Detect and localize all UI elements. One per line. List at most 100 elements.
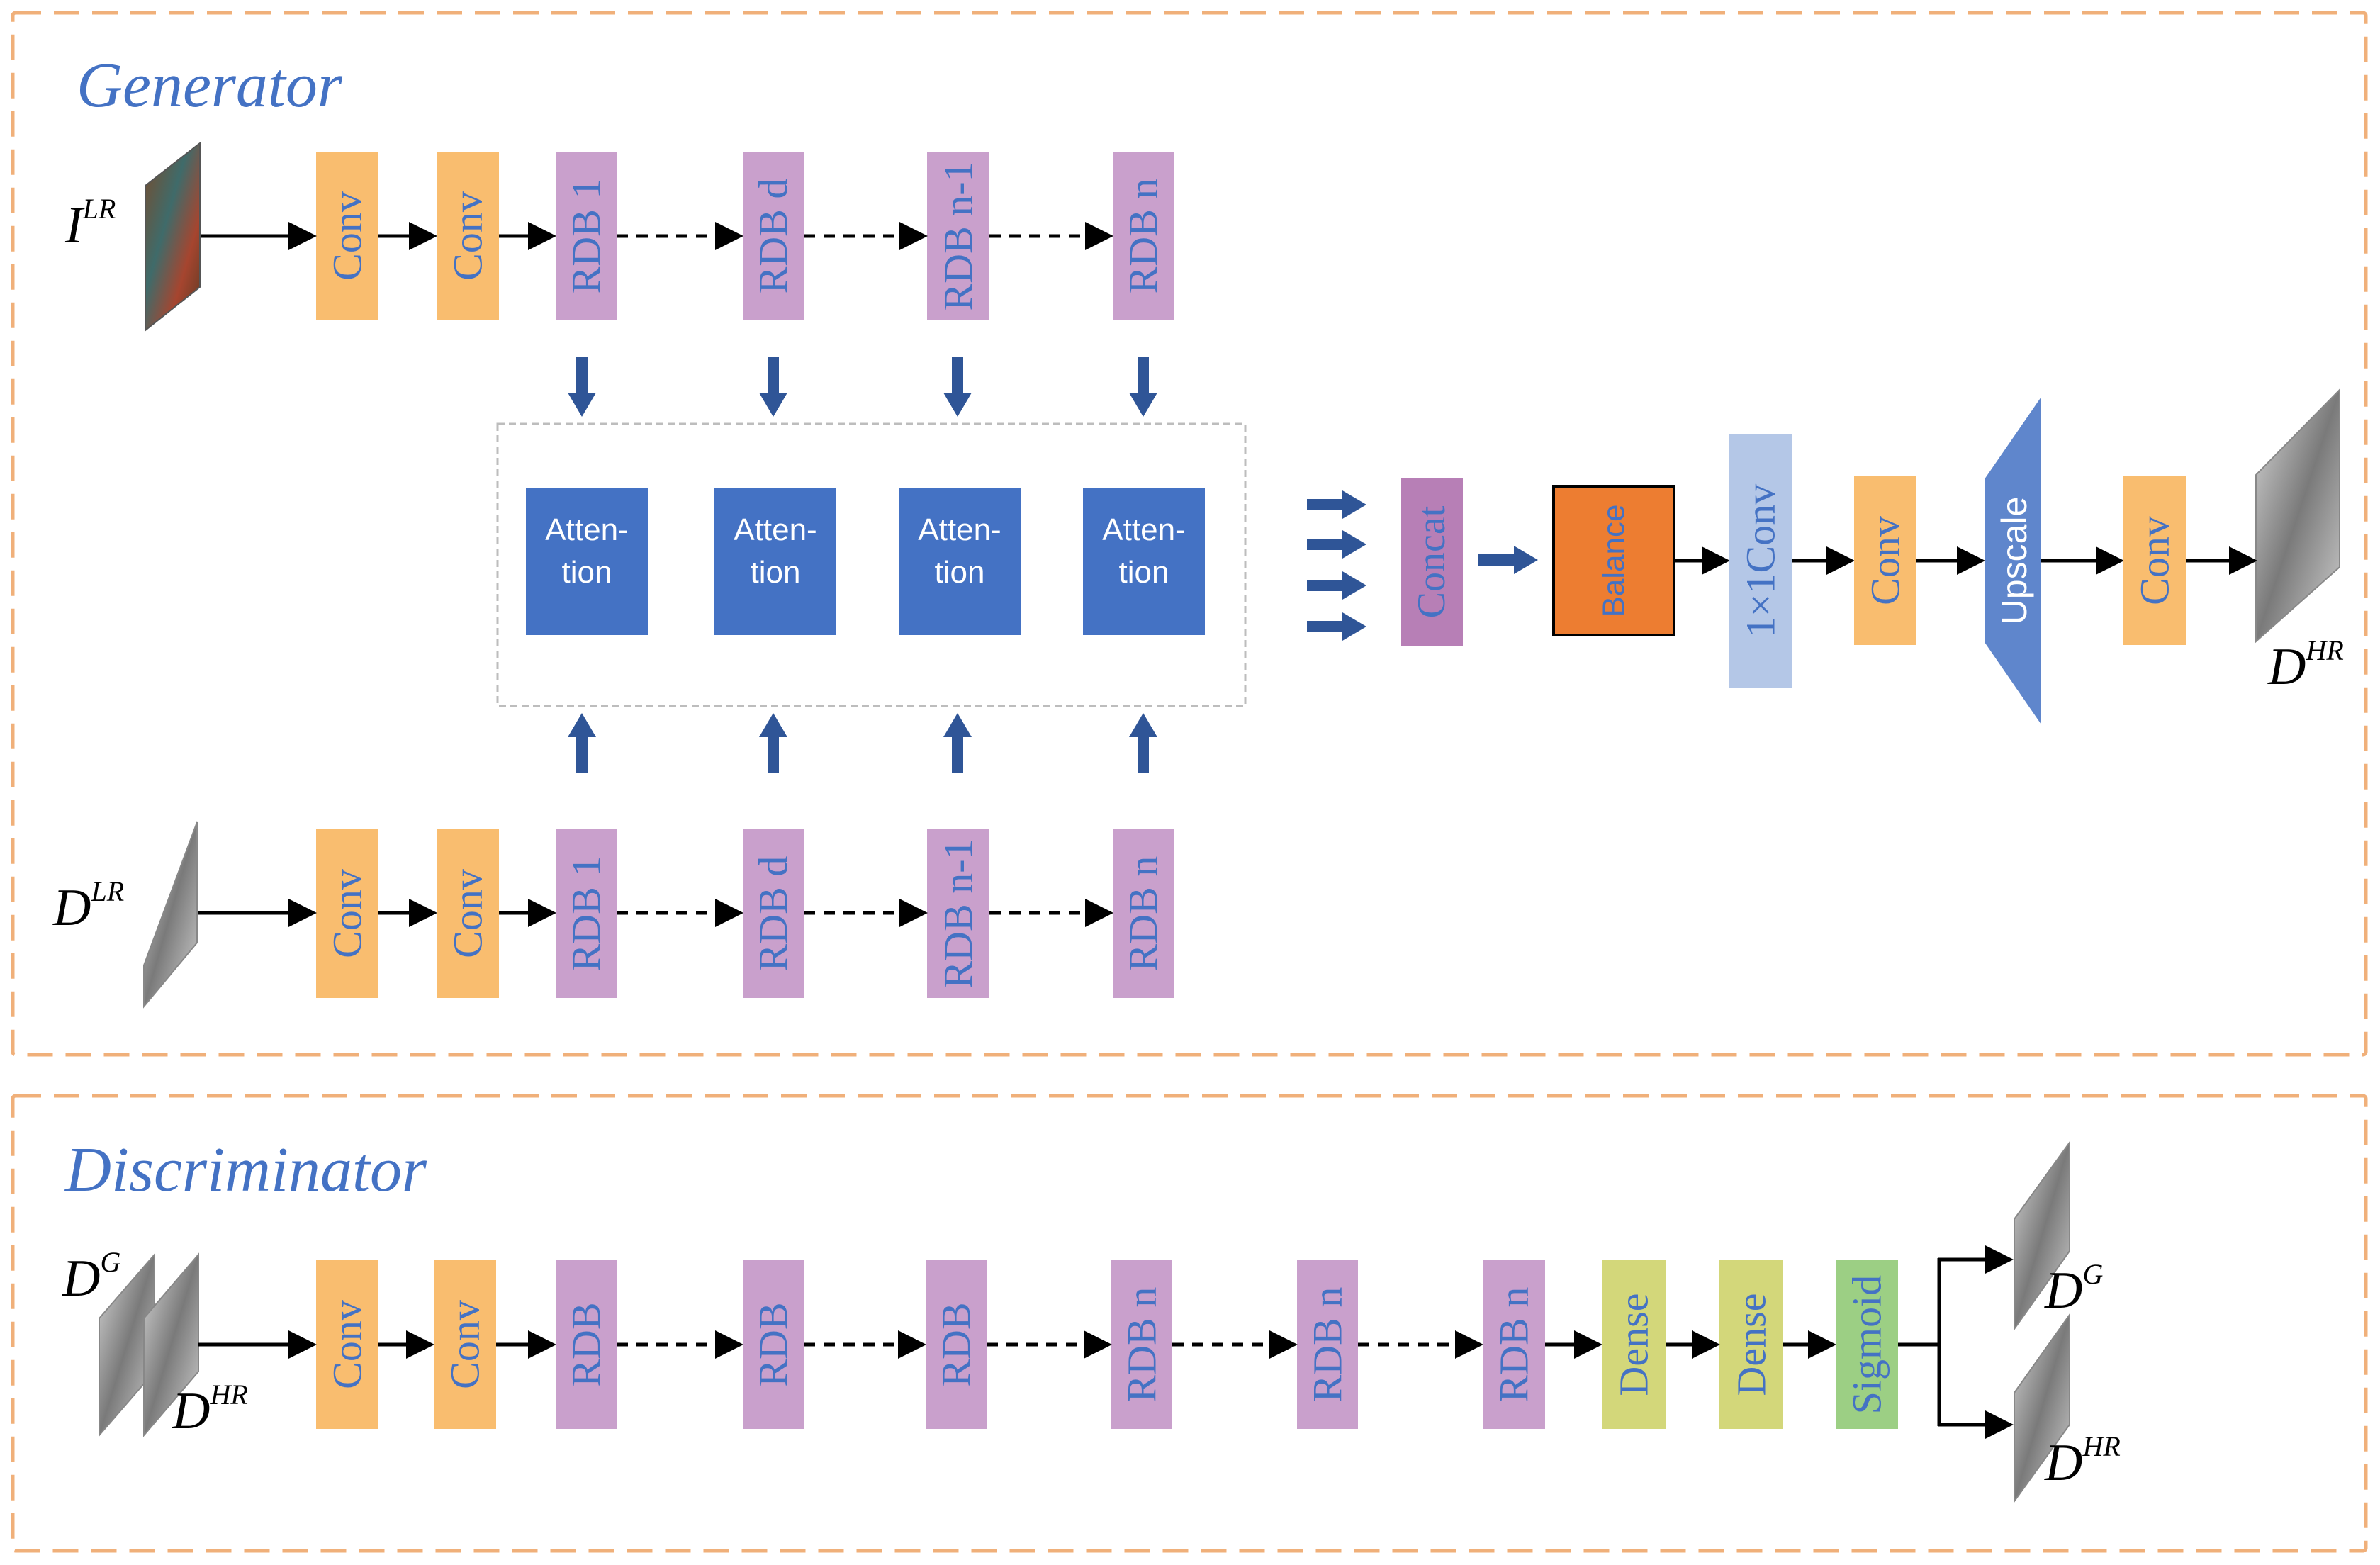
concat-to-balance-arrow (1478, 546, 1538, 574)
gen-bottom-block-3 (743, 829, 804, 998)
gen-bottom-block-2-label: RDB 1 (563, 856, 610, 972)
attention-block-0 (526, 488, 648, 635)
depth-hr-output-image (2255, 388, 2340, 644)
gen-bottom-block-4-label: RDB n-1 (936, 838, 982, 988)
disc-input-g-label: DG (62, 1246, 120, 1308)
disc-block-0 (316, 1260, 378, 1429)
color-lr-image (145, 141, 201, 332)
input-depth-label: DLR (52, 875, 124, 937)
disc-block-7-label: RDB n (1491, 1287, 1537, 1403)
up-arrow-0 (568, 713, 596, 773)
concat-block (1401, 478, 1463, 646)
upscale-block (1985, 397, 2041, 724)
gen-bottom-block-2 (556, 829, 617, 998)
output-depth-label: DHR (2267, 634, 2344, 696)
up-arrow-2 (943, 713, 972, 773)
disc-block-10 (1836, 1260, 1898, 1429)
gen-top-block-1-label: Conv (445, 191, 491, 281)
down-arrow-2 (943, 357, 972, 417)
disc-block-7 (1483, 1260, 1545, 1429)
discriminator-title: Discriminator (64, 1135, 427, 1205)
concat-in-arrow-1 (1307, 530, 1366, 559)
final-conv-block (2123, 476, 2186, 645)
gen-top-block-4-label: RDB n-1 (936, 161, 982, 310)
concat-block-label: Concat (1410, 505, 1454, 618)
upscale-label: Upscale (1994, 497, 2034, 625)
gen-top-block-3 (743, 152, 804, 320)
generator-title: Generator (77, 50, 343, 120)
disc-block-5-label: RDB n (1119, 1287, 1165, 1403)
balance-label: Balance (1597, 504, 1632, 617)
concat-in-arrow-2 (1307, 571, 1366, 600)
depth-hr-input-image (143, 1252, 199, 1437)
gen-bottom-block-5 (1113, 829, 1174, 998)
disc-block-4-label: RDB (933, 1302, 979, 1386)
disc-block-9 (1719, 1260, 1783, 1429)
disc-block-6-label: RDB n (1305, 1287, 1351, 1403)
gen-top-block-0-label: Conv (325, 191, 371, 281)
gen-bottom-block-5-label: RDB n (1121, 856, 1167, 972)
down-arrow-1 (759, 357, 787, 417)
disc-block-6 (1297, 1260, 1358, 1429)
down-arrow-3 (1129, 357, 1157, 417)
depth-hr-output-image-2 (2014, 1312, 2070, 1504)
discriminator-panel (11, 1094, 2368, 1553)
gen-top-block-3-label: RDB d (751, 179, 797, 294)
up-arrow-1 (759, 713, 787, 773)
attention-block-0-label-1: tion (562, 555, 612, 590)
gen-bottom-block-0-label: Conv (325, 869, 371, 958)
disc-block-5 (1111, 1260, 1172, 1429)
disc-block-0-label: Conv (325, 1300, 371, 1389)
generator-panel (11, 11, 2368, 1057)
gen-top-block-1 (437, 152, 499, 320)
concat-in-arrow-0 (1307, 490, 1366, 519)
attention-group (496, 422, 1247, 707)
concat-in-arrow-3 (1307, 612, 1366, 641)
attention-block-3-label-1: tion (1119, 555, 1169, 590)
disc-block-4 (926, 1260, 987, 1429)
attention-block-1-label-1: tion (751, 555, 801, 590)
disc-block-2-label: RDB (563, 1302, 610, 1386)
gen-bottom-block-1-label: Conv (445, 869, 491, 958)
disc-block-10-label: Sigmoid (1844, 1275, 1890, 1415)
conv1x1-block-label: 1×1Conv (1738, 484, 1784, 637)
gen-top-block-0 (316, 152, 378, 320)
balance-block (1552, 485, 1675, 636)
depth-g-output-image (2014, 1140, 2070, 1332)
disc-block-3-label: RDB (751, 1302, 797, 1386)
attention-block-2-label-1: tion (935, 555, 985, 590)
disc-input-hr-label: DHR (172, 1379, 248, 1440)
attention-block-3 (1083, 488, 1205, 635)
disc-output-g-label: DG (2044, 1258, 2103, 1320)
disc-output-hr-label: DHR (2044, 1430, 2121, 1492)
attention-block-2 (899, 488, 1021, 635)
gen-bottom-block-0 (316, 829, 378, 998)
gen-top-block-5 (1113, 152, 1174, 320)
gen-top-block-5-label: RDB n (1121, 179, 1167, 294)
input-color-label: ILR (64, 193, 116, 254)
gen-top-block-4 (927, 152, 989, 320)
down-arrow-0 (568, 357, 596, 417)
gen-top-block-2-label: RDB 1 (563, 179, 610, 294)
disc-block-3 (743, 1260, 804, 1429)
attention-block-3-label-0: Atten- (1102, 512, 1185, 547)
gen-bottom-block-4 (927, 829, 989, 998)
gen-bottom-block-3-label: RDB d (751, 856, 797, 972)
disc-block-9-label: Dense (1729, 1294, 1775, 1396)
attention-block-1 (714, 488, 836, 635)
conv1x1-block (1729, 434, 1792, 688)
disc-block-1-label: Conv (442, 1300, 488, 1389)
disc-block-8 (1602, 1260, 1666, 1429)
disc-block-1 (434, 1260, 496, 1429)
final-conv-block-label: Conv (2132, 516, 2178, 605)
attention-block-2-label-0: Atten- (918, 512, 1001, 547)
up-arrow-3 (1129, 713, 1157, 773)
depth-lr-image (143, 821, 198, 1009)
gen-top-block-2 (556, 152, 617, 320)
attention-block-1-label-0: Atten- (734, 512, 816, 547)
fusion-conv-block-label: Conv (1863, 516, 1909, 605)
disc-block-2 (556, 1260, 617, 1429)
gen-bottom-block-1 (437, 829, 499, 998)
fusion-conv-block (1854, 476, 1916, 645)
